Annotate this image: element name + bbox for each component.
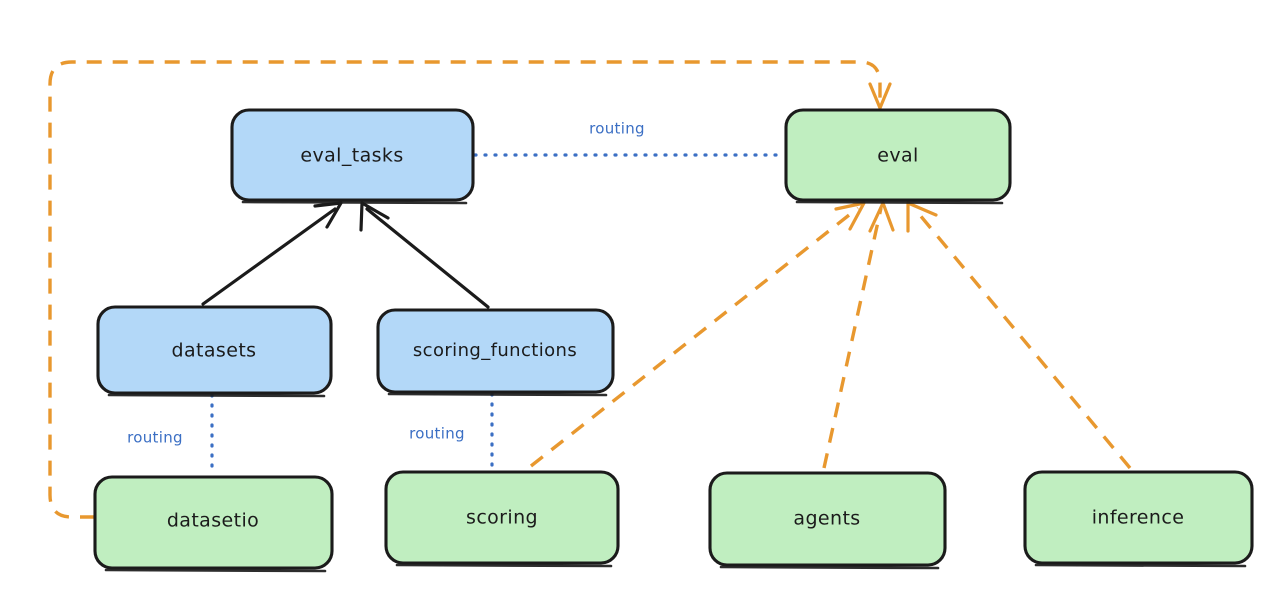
edge-agents-to-eval [822,201,895,469]
node-eval_tasks-box[interactable] [230,108,475,202]
node-agents-box[interactable] [708,471,947,567]
edge-scoring_functions-to-eval_tasks-line [365,207,490,309]
node-eval_tasks[interactable]: eval_tasks [230,108,475,205]
node-datasetio-box[interactable] [93,475,334,570]
node-inference-label: inference [1092,507,1185,529]
node-eval_tasks-shadow [241,200,468,205]
edge-inference-to-eval-line [912,206,1132,470]
edge-label-routing-eval_tasks-eval: routing [589,120,645,138]
node-datasets[interactable]: datasets [96,305,333,398]
node-scoring_functions-shadow [387,392,608,397]
edge-label-routing-datasets-datasetio: routing [127,429,183,447]
node-datasetio-label: datasetio [167,510,259,532]
node-scoring-label: scoring [466,507,538,529]
edge-datasetio-to-eval-line [48,60,882,519]
node-datasets-shadow [107,393,326,398]
node-agents[interactable]: agents [708,471,947,570]
edge-group-solid [201,201,490,309]
node-agents-label: agents [793,508,860,530]
node-scoring_functions[interactable]: scoring_functions [376,308,615,397]
node-inference[interactable]: inference [1023,470,1254,568]
edge-agents-to-eval-line [822,207,883,469]
node-scoring_functions-box[interactable] [376,308,615,394]
node-agents-shadow [719,565,940,570]
edge-datasets-to-eval_tasks [201,201,343,306]
edge-datasetio-to-eval [48,60,892,519]
edge-label-group: routing routing routing [127,120,645,447]
edge-agents-to-eval-arrowhead [868,201,895,233]
node-scoring[interactable]: scoring [384,470,620,568]
node-eval-label: eval [877,145,918,167]
edge-datasetio-to-eval-arrowhead [868,82,892,110]
edge-scoring-to-eval-line [529,206,860,468]
node-eval-box[interactable] [784,108,1012,202]
node-eval[interactable]: eval [784,108,1012,205]
node-scoring_functions-label: scoring_functions [413,340,577,361]
edge-scoring_functions-to-eval_tasks [359,201,490,309]
node-datasetio[interactable]: datasetio [93,475,334,573]
node-eval-shadow [795,200,1004,205]
edge-inference-to-eval [906,201,1132,470]
node-eval_tasks-label: eval_tasks [300,145,403,167]
node-datasets-box[interactable] [96,305,333,395]
node-datasetio-shadow [104,568,327,573]
node-datasets-label: datasets [172,340,257,362]
edge-label-routing-scoring_functions-scoring: routing [409,425,465,443]
node-inference-box[interactable] [1023,470,1254,565]
edge-scoring-to-eval-arrowhead [834,201,866,231]
edge-datasets-to-eval_tasks-line [201,207,337,306]
node-inference-shadow [1034,563,1247,568]
node-scoring-shadow [395,563,613,568]
edge-group-routing [210,153,786,477]
node-scoring-box[interactable] [384,470,620,565]
